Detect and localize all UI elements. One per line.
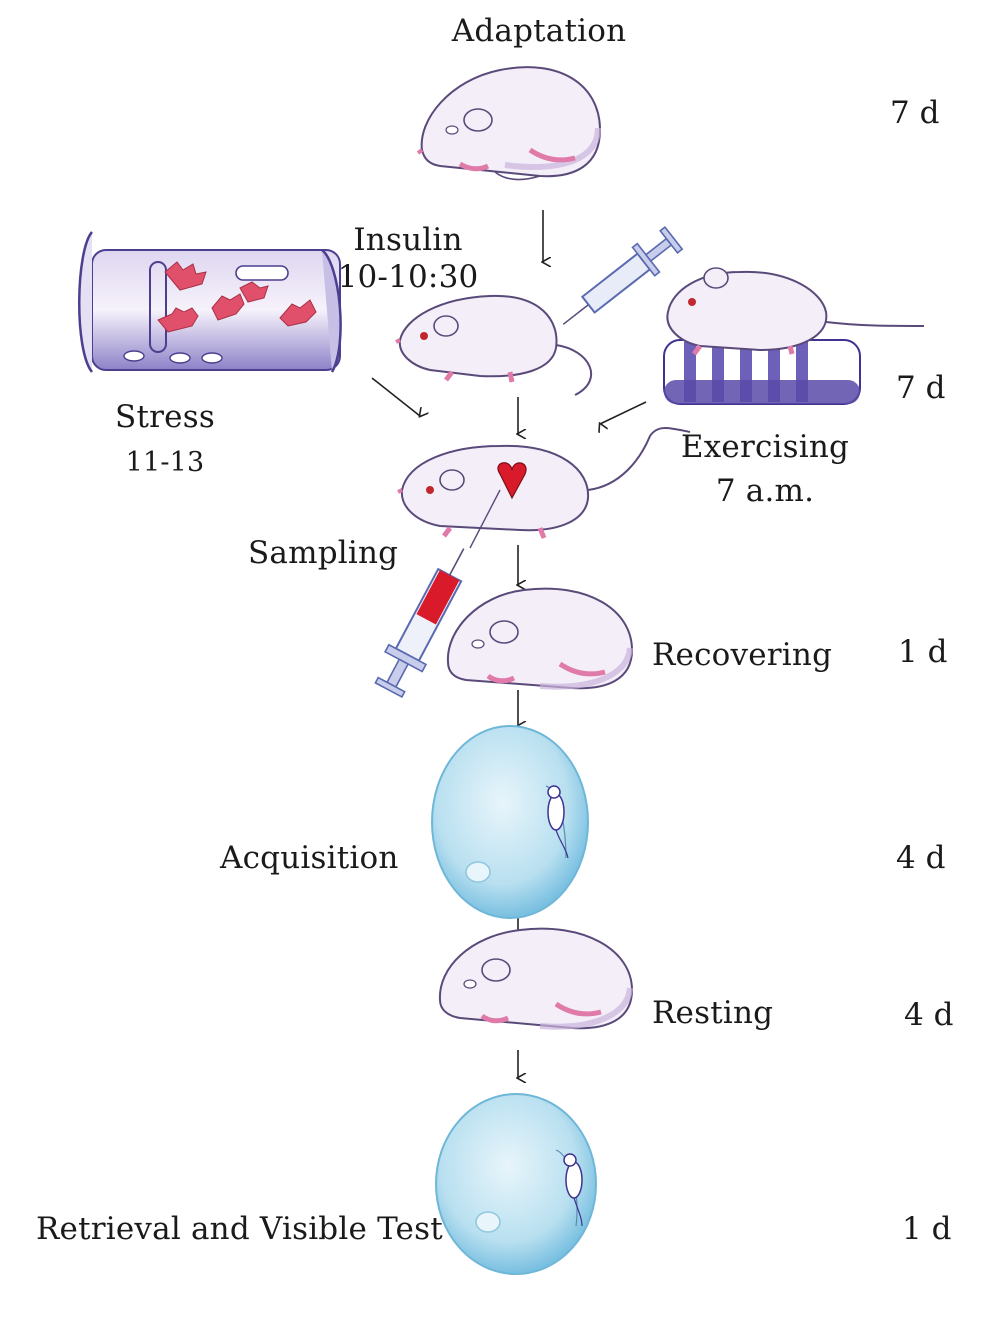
sampling-mouse-illustration (397, 427, 691, 549)
duration-adaptation: 7 d (890, 95, 940, 131)
label-exercising-time: 7 a.m. (715, 473, 815, 509)
arrow-stress-to-sampling (371, 377, 420, 416)
acquisition-water-maze-illustration (431, 725, 589, 919)
retrieval-water-maze-illustration (435, 1093, 597, 1275)
label-resting: Resting (652, 995, 774, 1031)
duration-retrieval: 1 d (902, 1211, 952, 1247)
flow-arrows (371, 210, 647, 1078)
label-retrieval: Retrieval and Visible Test (36, 1211, 443, 1247)
duration-acquisition: 4 d (896, 840, 946, 876)
label-exercising: Exercising (680, 429, 850, 465)
duration-resting: 4 d (904, 997, 954, 1033)
arrow-exercising-to-sampling (600, 401, 647, 424)
duration-treatment: 7 d (896, 370, 946, 406)
stress-restrainer-illustration (78, 231, 342, 373)
heart-icon (497, 462, 527, 500)
insulin-injection-illustration (395, 225, 684, 396)
resting-mouse-illustration (438, 927, 634, 1030)
label-insulin-time: 10-10:30 (337, 259, 479, 295)
exercising-treadmill-illustration (663, 267, 925, 405)
label-adaptation: Adaptation (451, 13, 627, 49)
insulin-syringe (562, 225, 684, 325)
swimming-mouse-icon (547, 785, 569, 859)
label-recovering: Recovering (652, 637, 833, 673)
stress-hands (157, 261, 317, 333)
blood-syringe-illustration (374, 548, 465, 699)
label-stress: Stress (115, 399, 215, 435)
recovering-mouse-illustration (446, 587, 634, 690)
label-acquisition: Acquisition (220, 840, 399, 876)
label-sampling: Sampling (248, 535, 399, 571)
swimming-mouse-icon (563, 1153, 583, 1227)
label-stress-time: 11-13 (125, 447, 205, 478)
label-insulin: Insulin (353, 222, 463, 258)
adaptation-mouse-illustration (416, 66, 602, 181)
duration-recovering: 1 d (898, 634, 948, 670)
